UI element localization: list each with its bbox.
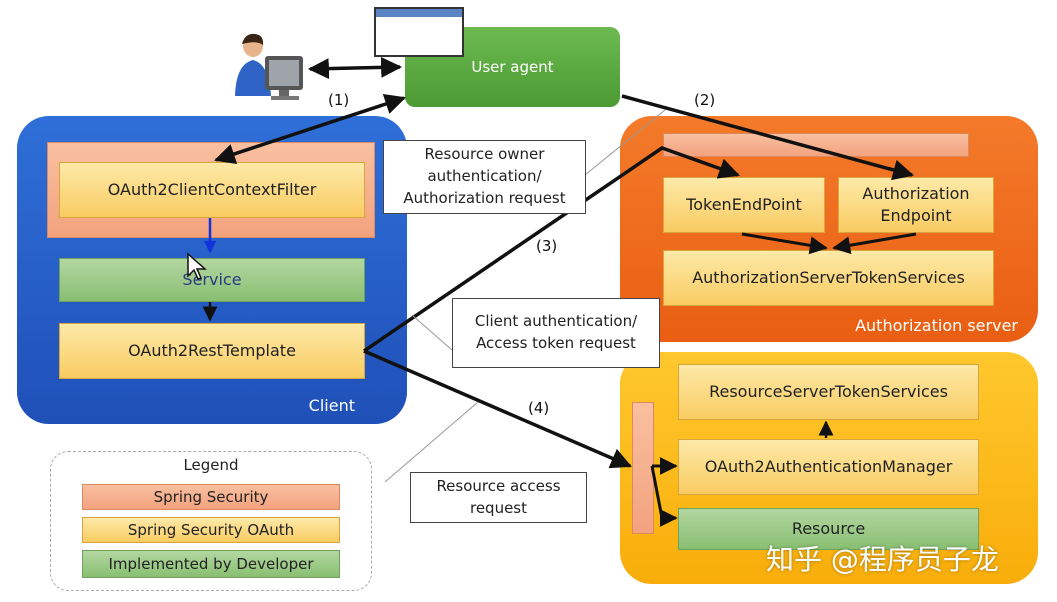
authorization-endpoint: Authorization Endpoint [838,177,994,233]
oauth2-client-context-filter-label: OAuth2ClientContextFilter [107,179,317,199]
resource-server-token-services: ResourceServerTokenServices [678,364,979,420]
resource-access-note-line2: request [469,498,528,517]
legend-title: Legend [183,456,239,474]
legend-item-spring-security-oauth: Spring Security OAuth [82,517,340,543]
resource-owner-note-line1: Resource owner [424,145,545,164]
step-1-label: (1) [328,91,350,109]
step-3-arrow [363,146,740,353]
step-2-label: (2) [694,91,716,109]
legend-item-spring-security-oauth-label: Spring Security OAuth [127,521,295,539]
authorization-server-security-bar [663,133,969,157]
note-callout-line [584,109,666,176]
step-3-label: (3) [536,237,558,255]
token-endpoint: TokenEndPoint [663,177,825,233]
resource-owner-auth-note: Resource owner authentication/ Authoriza… [383,140,586,214]
service-box: Service [59,258,365,302]
legend-item-spring-security-label: Spring Security [153,488,269,506]
token-endpoint-to-services-arrow [741,232,828,255]
step-1-arrow [214,93,406,165]
legend-item-implemented-by-developer-label: Implemented by Developer [108,555,314,573]
user-at-computer-icon [235,33,303,100]
mouse-cursor-icon [187,252,207,280]
resource-access-note: Resource access request [410,472,587,523]
browser-window-icon [374,7,464,57]
client-auth-note-line1: Client authentication/ [474,312,638,331]
authorization-endpoint-label-line1: Authorization [862,183,970,203]
resource-box: Resource [678,508,979,550]
oauth2-authentication-manager-label: OAuth2AuthenticationManager [704,456,953,476]
note-callout-line [384,401,479,483]
client-auth-note: Client authentication/ Access token requ… [452,298,660,368]
resource-label: Resource [791,518,866,538]
step-4-label: (4) [528,399,550,417]
client-auth-note-line2: Access token request [476,334,636,352]
resource-server-token-services-label: ResourceServerTokenServices [709,381,948,401]
oauth2-rest-template-label: OAuth2RestTemplate [128,340,296,360]
oauth2-authentication-manager: OAuth2AuthenticationManager [678,439,979,495]
filter-to-resource-arrow [650,465,678,527]
authorization-endpoint-label-line2: Endpoint [880,206,952,225]
legend-item-spring-security: Spring Security [82,484,340,510]
user-agent-label: User agent [471,57,554,76]
authorization-server-token-services-label: AuthorizationServerTokenServices [692,267,965,287]
resource-access-note-line1: Resource access [436,476,561,495]
oauth2-client-context-filter: OAuth2ClientContextFilter [59,162,365,218]
client-region-label: Client [308,396,355,415]
token-endpoint-label: TokenEndPoint [686,194,802,214]
authorization-server-label: Authorization server [855,316,1018,335]
authorization-endpoint-to-services-arrow [832,232,917,255]
watermark: 知乎 @程序员子龙 [766,543,999,576]
user-to-user-agent-arrow [307,56,403,80]
resource-owner-note-line2: authentication/ [427,167,542,186]
authorization-server-token-services: AuthorizationServerTokenServices [663,250,994,306]
legend-item-implemented-by-developer: Implemented by Developer [82,550,340,578]
step-2-arrow [621,94,915,181]
note-callout-line [411,314,453,351]
oauth2-rest-template: OAuth2RestTemplate [59,323,365,379]
step-4-arrow [363,349,632,469]
resource-owner-note-line3: Authorization request [403,188,566,207]
